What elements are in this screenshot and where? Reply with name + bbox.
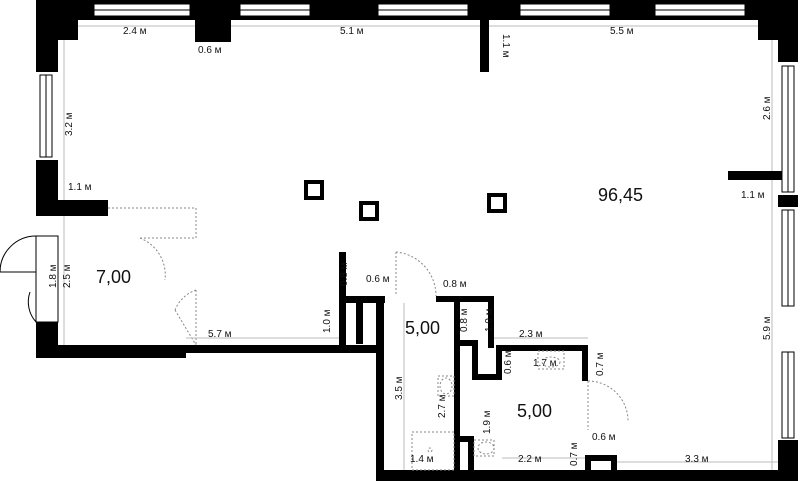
windows xyxy=(39,3,795,439)
left-room-partitions xyxy=(108,207,197,346)
dim-bath-bottom-niche: 0.6 м xyxy=(592,432,616,443)
dim-column-width: 0.6 м xyxy=(366,274,390,285)
outer-walls xyxy=(36,0,798,481)
dim-bath-height: 1.9 м xyxy=(482,410,493,434)
dim-center-height: 3.5 м xyxy=(394,376,405,400)
dim-right-upper: 2.6 м xyxy=(762,96,773,120)
entrance-door xyxy=(0,235,59,323)
interior-walls xyxy=(339,252,617,476)
dim-left-stub: 1.1 м xyxy=(68,182,92,193)
columns xyxy=(304,180,507,221)
dim-bath-door: 0.7 м xyxy=(595,352,606,376)
dimension-labels: 2.4 м 0.6 м 5.1 м 1.1 м 5.5 м 2.6 м 1.1 … xyxy=(48,26,773,466)
dim-top-mid: 5.1 м xyxy=(340,26,364,37)
dim-left-upper: 3.2 м xyxy=(64,112,75,136)
dim-left-room-height: 2.5 м xyxy=(62,264,73,288)
dim-top-right: 5.5 м xyxy=(610,26,634,37)
dim-center-wall: 2.7 м xyxy=(437,394,448,418)
dim-top-pillar: 0.6 м xyxy=(198,45,222,56)
dim-column-height: 0.8 м xyxy=(339,262,350,286)
interior-doors xyxy=(395,251,629,430)
area-bath-room: 5,00 xyxy=(517,401,552,421)
area-main-hall: 96,45 xyxy=(598,185,643,205)
dim-left-room-width: 5.7 м xyxy=(208,329,232,340)
dim-right-lower: 5.9 м xyxy=(762,316,773,340)
dim-bath-bottom-side: 0.7 м xyxy=(569,442,580,466)
area-left-room: 7,00 xyxy=(96,267,131,287)
dim-left-door: 1.8 м xyxy=(48,264,59,288)
dim-center-side: 0.8 м xyxy=(459,308,470,332)
dim-column-opening: 1.0 м xyxy=(322,309,333,333)
area-labels: 96,45 7,00 5,00 5,00 xyxy=(96,185,643,421)
dim-bath-sink: 1.7 м xyxy=(533,358,557,369)
dim-top-partition: 1.1 м xyxy=(500,34,511,58)
dim-center-opening: 1.0 м xyxy=(484,308,495,332)
dim-top-left: 2.4 м xyxy=(123,26,147,37)
dim-right-stub: 1.1 м xyxy=(741,190,765,201)
area-center-room: 5,00 xyxy=(405,318,440,338)
dim-bath-niche: 0.6 м xyxy=(503,350,514,374)
dim-bath-bottom: 2.2 м xyxy=(518,454,542,465)
dim-bath-width: 2.3 м xyxy=(519,329,543,340)
dimension-lines xyxy=(63,25,778,470)
dim-bottom-right: 3.3 м xyxy=(685,454,709,465)
dim-center-top: 0.8 м xyxy=(443,279,467,290)
dim-shower: 1.4 м xyxy=(410,454,434,465)
sanitary-fixtures xyxy=(411,350,565,471)
